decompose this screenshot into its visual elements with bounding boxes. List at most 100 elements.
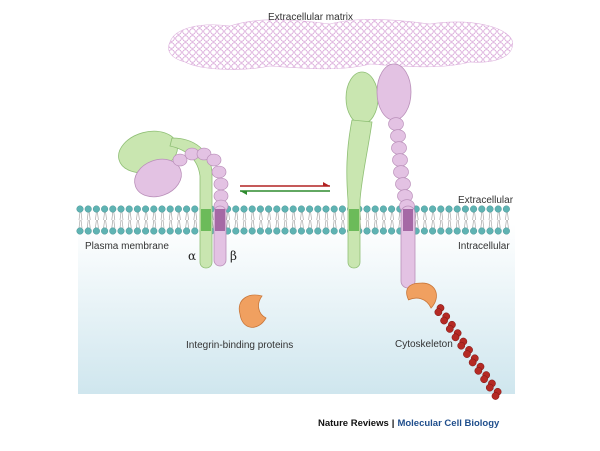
lipid-tail xyxy=(332,211,335,221)
actin-subunit xyxy=(440,316,448,325)
lipid-tail xyxy=(507,219,509,229)
lipid-head xyxy=(494,227,502,235)
lipid-tail xyxy=(472,219,474,229)
actin-subunit xyxy=(468,358,477,367)
lipid-tail xyxy=(177,219,179,229)
lipid-head xyxy=(445,227,453,235)
journal-name: Nature Reviews xyxy=(318,418,389,429)
lipid-tail xyxy=(95,219,97,229)
lipid-tail xyxy=(324,219,327,229)
lipid-tail xyxy=(343,219,345,229)
lipid-tail xyxy=(392,219,394,229)
lipid-tail xyxy=(390,219,392,229)
lipid-head xyxy=(158,227,166,235)
lipid-tail xyxy=(146,219,148,229)
lipid-tail xyxy=(441,219,444,229)
lipid-tail xyxy=(88,219,91,229)
lipid-tail xyxy=(316,211,319,221)
lipid-head xyxy=(289,227,297,235)
lipid-tail xyxy=(447,211,450,221)
lipid-tail xyxy=(127,211,130,221)
lipid-tail xyxy=(433,211,435,221)
lipid-tail xyxy=(244,211,247,221)
lipid-tail xyxy=(334,219,337,229)
lipid-head xyxy=(363,227,371,235)
lipid-tail xyxy=(179,219,181,229)
lipid-tail xyxy=(326,211,329,221)
lipid-tail xyxy=(425,219,427,229)
lipid-head xyxy=(502,227,510,235)
lipid-tail xyxy=(505,219,507,229)
ecm-label: Extracellular matrix xyxy=(268,12,354,23)
lipid-tail xyxy=(136,219,138,229)
lipid-head xyxy=(133,205,141,213)
lipid-tail xyxy=(431,211,433,221)
lipid-head xyxy=(150,205,158,213)
lipid-tail xyxy=(152,219,155,229)
active-alpha-head xyxy=(345,71,379,125)
lipid-tail xyxy=(259,219,261,229)
lipid-tail xyxy=(252,219,255,229)
inactive-beta-head xyxy=(134,158,182,198)
lipid-tail xyxy=(382,219,384,229)
forward-arrowhead xyxy=(323,182,330,186)
lipid-tail xyxy=(425,211,427,221)
lipid-tail xyxy=(138,211,140,221)
lipid-tail xyxy=(95,211,97,221)
lipid-tail xyxy=(365,219,368,229)
lipid-tail xyxy=(302,211,304,221)
lipid-tail xyxy=(439,211,442,221)
lipid-tail xyxy=(293,219,296,229)
lipid-tail xyxy=(113,219,116,229)
lipid-tail xyxy=(466,219,468,229)
lipid-head xyxy=(101,227,109,235)
lipid-head xyxy=(379,227,387,235)
lipid-tail xyxy=(507,211,509,221)
lipid-head xyxy=(256,205,264,213)
plasma-membrane-label: Plasma membrane xyxy=(85,241,169,252)
lipid-tail xyxy=(127,219,130,229)
lipid-tail xyxy=(423,211,425,221)
lipid-tail xyxy=(121,211,124,221)
lipid-tail xyxy=(170,219,173,229)
lipid-tail xyxy=(310,219,312,229)
lipid-head xyxy=(478,205,486,213)
lipid-tail xyxy=(472,211,474,221)
lipid-tail xyxy=(367,211,370,221)
beta-bead xyxy=(206,153,222,167)
lipid-tail xyxy=(138,219,140,229)
lipid-tail xyxy=(244,219,247,229)
lipid-tail xyxy=(154,219,157,229)
lipid-head xyxy=(191,227,199,235)
beta-bead xyxy=(211,165,227,179)
active-integrin xyxy=(345,63,416,289)
lipid-tail xyxy=(498,211,501,221)
lipid-head xyxy=(109,227,117,235)
lipid-head xyxy=(265,205,273,213)
intracellular-label: Intracellular xyxy=(458,241,510,252)
lipid-tail xyxy=(103,211,105,221)
active-beta-tm xyxy=(403,209,413,231)
lipid-tail xyxy=(103,219,105,229)
lipid-tail xyxy=(466,211,468,221)
lipid-tail xyxy=(390,211,392,221)
lipid-tail xyxy=(488,211,491,221)
lipid-tail xyxy=(392,211,394,221)
lipid-tail xyxy=(162,211,165,221)
lipid-head xyxy=(150,227,158,235)
lipid-tail xyxy=(177,211,179,221)
lipid-head xyxy=(502,205,510,213)
inactive-alpha-tm xyxy=(201,209,211,231)
lipid-head xyxy=(166,227,174,235)
lipid-tail xyxy=(187,211,189,221)
lipid-tail xyxy=(234,211,237,221)
beta-subunit-label: β xyxy=(230,249,237,263)
journal-section: Molecular Cell Biology xyxy=(397,418,500,429)
lipid-tail xyxy=(267,219,269,229)
lipid-head xyxy=(281,205,289,213)
lipid-head xyxy=(76,205,84,213)
actin-subunit xyxy=(451,333,460,342)
journal-credit: Nature Reviews|Molecular Cell Biology xyxy=(318,419,499,429)
lipid-head xyxy=(338,205,346,213)
